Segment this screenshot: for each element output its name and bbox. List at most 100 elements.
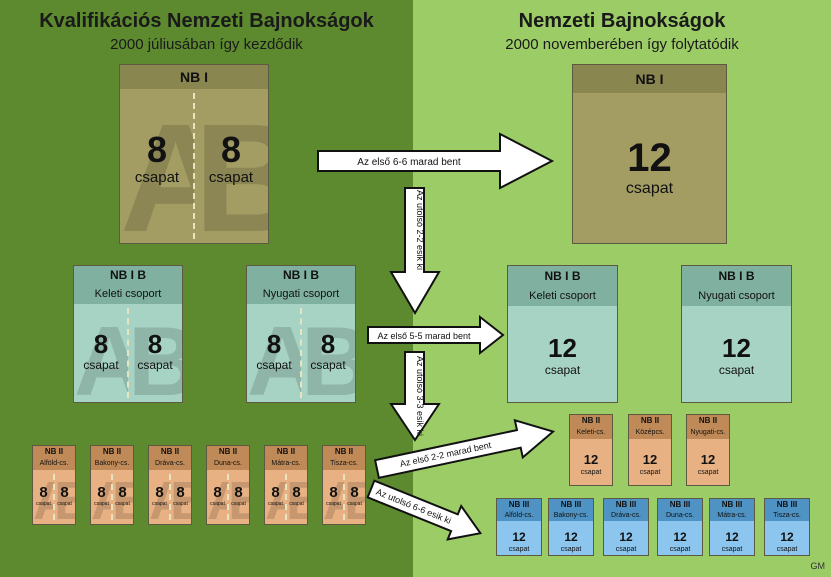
left-nb1b-box-2-unit-a: csapat xyxy=(256,358,292,373)
arrow-nb1b-drop-label: Az utolsó 3-3 esik ki xyxy=(415,356,425,436)
left-nb2-box-3-count-a: 8 xyxy=(155,484,164,502)
right-nb1b-box-2-title: NB I B xyxy=(718,269,755,283)
right-nb3-box-1-group: Alföld-cs. xyxy=(504,512,534,519)
left-nb1-box-count-a: 8 xyxy=(146,129,168,171)
left-nb1b-box-1-ghost-letter-a: A xyxy=(74,305,128,402)
right-nb3-box-1-unit: csapat xyxy=(508,546,530,554)
left-nb2-box-3-unit-a: csapat xyxy=(152,501,167,508)
left-nb2-box-4-title: NB II xyxy=(218,447,238,456)
left-nb2-box-6-unit-b: csapat xyxy=(347,501,362,508)
right-nb3-box-2-title: NB III xyxy=(560,500,582,509)
left-nb2-box-4-ghost-letter-b: B xyxy=(228,471,249,524)
right-nb2-box-2-title: NB II xyxy=(640,416,660,425)
left-nb1b-box-2-ghost-letter-a: A xyxy=(247,305,301,402)
right-nb1b-box-2-unit: csapat xyxy=(718,362,755,377)
left-nb1-box-divider xyxy=(193,93,195,239)
right-nb1b-box-2-count: 12 xyxy=(722,332,751,363)
left-nb2-box-2-count-b: 8 xyxy=(118,484,127,502)
right-nb2-box-3-group: Nyugati-cs. xyxy=(690,429,726,436)
left-nb2-box-2-title: NB II xyxy=(102,447,122,456)
left-nb1-box-unit-b: csapat xyxy=(208,169,254,187)
arrow-nb2-stay: Az első 2-2 marad bent xyxy=(373,418,556,479)
right-nb3-box-5-count: 12 xyxy=(725,530,739,545)
left-nb2-box-1-ghost-letter-b: B xyxy=(54,471,75,524)
left-nb1b-box-1-group: Keleti csoport xyxy=(94,288,162,300)
left-nb2-box-3-unit-b: csapat xyxy=(173,501,188,508)
right-nb3-box-2-count: 12 xyxy=(564,530,578,545)
right-panel-subtitle: 2000 novemberében így folytatódik xyxy=(505,36,739,53)
left-nb1-box-header: NB I xyxy=(120,65,268,89)
right-nb1b-box-1-group: Keleti csoport xyxy=(529,290,596,302)
right-nb3-box-1-title: NB III xyxy=(508,500,530,509)
right-nb3-box-2-unit: csapat xyxy=(560,546,582,554)
right-nb1-box-title: NB I xyxy=(635,71,664,87)
left-nb2-box-4-group: Duna-cs. xyxy=(213,460,242,467)
right-nb2-box-1-count: 12 xyxy=(583,451,599,467)
right-nb3-box-4-title: NB III xyxy=(669,500,691,509)
arrow-nb1b-drop: Az utolsó 3-3 esik ki xyxy=(389,351,441,442)
right-nb3-box-2-group: Bakony-cs. xyxy=(553,512,589,519)
right-nb1b-box-1-unit: csapat xyxy=(544,362,581,377)
left-nb2-box-4-ghost-letter-a: A xyxy=(207,471,228,524)
arrow-nb1b-stay-label: Az első 5-5 marad bent xyxy=(377,331,471,341)
left-panel-subtitle: 2000 júliusában így kezdődik xyxy=(110,36,303,53)
left-nb2-box-5-count-b: 8 xyxy=(292,484,301,502)
right-panel-title: Nemzeti Bajnokságok xyxy=(518,10,726,32)
right-nb3-box-6-group: Tisza-cs. xyxy=(773,512,801,519)
left-nb2-box-2-ghost-letter-b: B xyxy=(112,471,133,524)
left-nb2-box-1-ghost-letter-a: A xyxy=(33,471,54,524)
right-nb2-box-1-group: Keleti-cs. xyxy=(576,429,606,436)
right-nb3-box-3-group: Dráva-cs. xyxy=(611,512,641,519)
left-nb2-box-5-count-a: 8 xyxy=(271,484,280,502)
right-nb3-box-4-unit: csapat xyxy=(669,546,691,554)
left-nb1b-box-2-count-b: 8 xyxy=(320,329,336,360)
left-nb2-box-1-title: NB II xyxy=(44,447,64,456)
right-nb3-box-2-header: NB III Bakony-cs. xyxy=(549,499,593,521)
right-nb3-box-3-unit: csapat xyxy=(615,546,637,554)
left-nb2-box-5-ghost-letter-a: A xyxy=(265,471,286,524)
left-nb2-box-6-ghost-letter-a: A xyxy=(323,471,344,524)
left-nb1b-box-1-unit-a: csapat xyxy=(83,358,119,373)
right-nb1-box-unit: csapat xyxy=(625,180,674,197)
left-nb2-box-4-unit-b: csapat xyxy=(231,501,246,508)
left-nb2-box-6-divider xyxy=(343,474,345,520)
arrow-nb1-stay-label: Az első 6-6 marad bent xyxy=(357,157,461,168)
left-nb2-box-2-ghost-letter-a: A xyxy=(91,471,112,524)
left-nb2-box-3-ghost-letter-a: A xyxy=(149,471,170,524)
left-nb2-box-6-count-b: 8 xyxy=(350,484,359,502)
